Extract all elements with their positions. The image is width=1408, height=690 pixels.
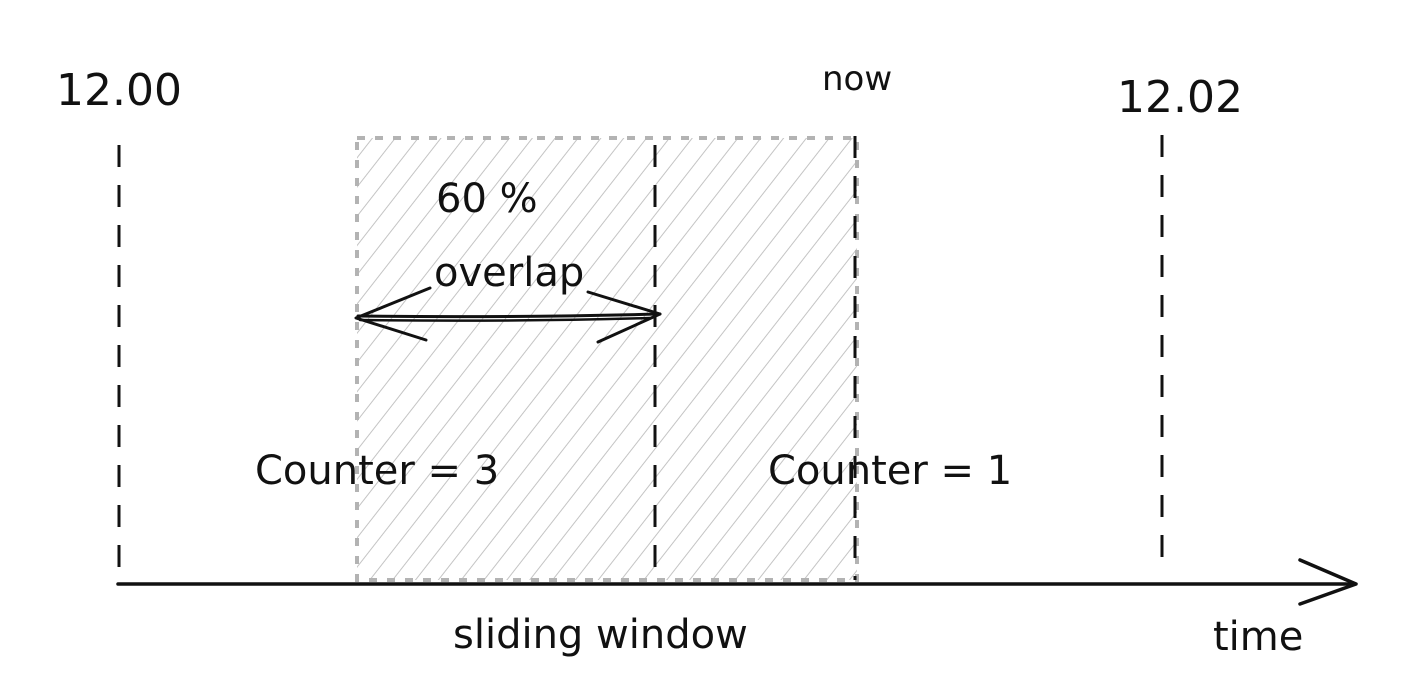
- time-axis: [116, 558, 1358, 606]
- overlap-double-arrow: [354, 286, 662, 344]
- current-counter-label: Counter = 1: [768, 448, 1012, 494]
- previous-counter-label: Counter = 3: [255, 448, 499, 494]
- end-time-label: 12.02: [1117, 72, 1243, 123]
- sliding-window-region: [355, 136, 859, 582]
- overlap-arrowhead-left: [354, 286, 432, 342]
- overlap-arrowhead-right: [586, 290, 662, 344]
- now-label: now: [822, 59, 892, 99]
- overlap-label: overlap: [434, 250, 584, 296]
- overlap-percent-label: 60 %: [436, 176, 538, 222]
- axis-arrowhead: [1298, 558, 1358, 606]
- start-time-label: 12.00: [56, 65, 182, 116]
- sliding-window-label: sliding window: [453, 612, 748, 658]
- time-axis-label: time: [1213, 614, 1303, 660]
